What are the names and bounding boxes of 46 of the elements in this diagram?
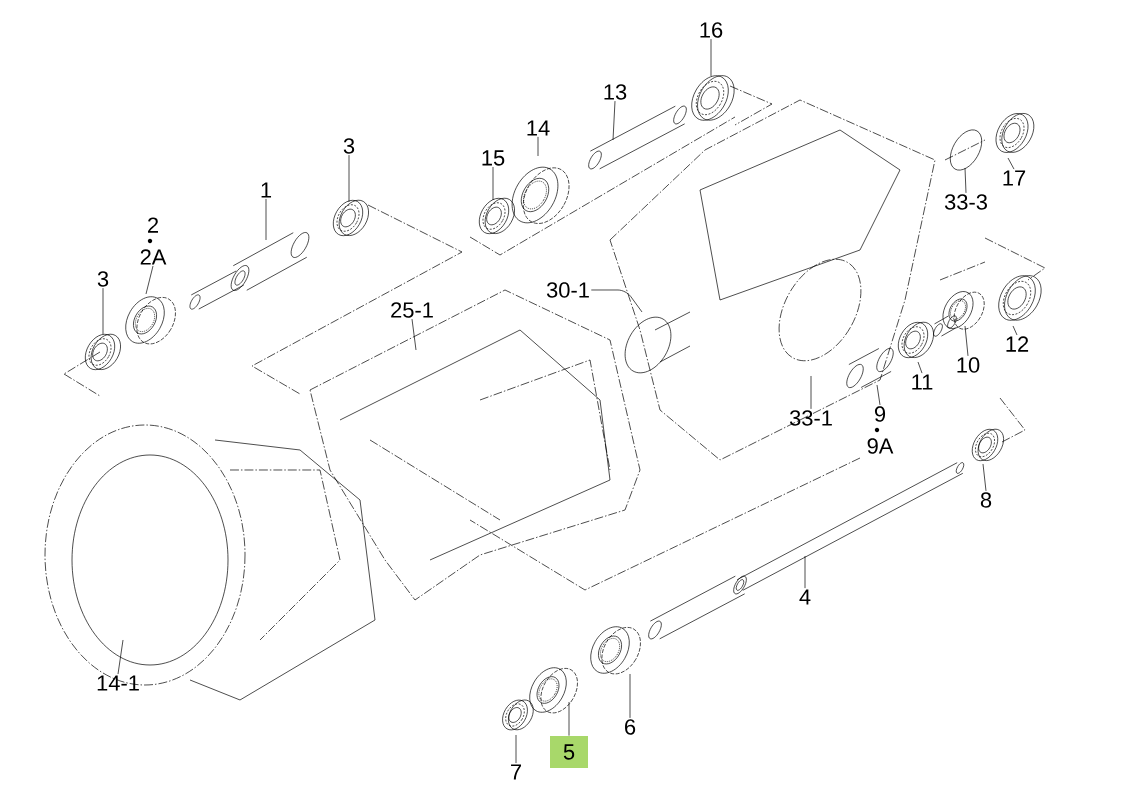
leader-line [917,361,923,374]
callout-number: 9 9A [867,406,894,454]
leader-line [964,167,967,194]
callout-number: 1 [261,182,272,198]
leader-line [964,325,969,357]
callout-number: 16 [700,22,723,38]
leader-line [1007,157,1015,170]
leader-line [515,734,517,764]
callout-number: 3 [343,138,355,154]
leader-line [537,136,539,157]
leader-line [265,198,267,241]
callout-number: 33-1 [789,410,832,426]
callout-number: 14 [527,120,550,136]
leader-line [102,287,104,335]
leader-line [982,463,987,492]
callout-number: 13 [604,84,627,100]
leader-line [1012,325,1018,336]
callout-number: 2 2A [140,217,167,265]
callout-number: 8 [980,492,992,508]
callout-number: 10 [957,357,980,373]
callout-number: 33-3 [944,194,987,210]
callout-number: 6 [625,719,636,735]
callout-number: 30-1 [546,282,589,298]
callout-number: 3 [97,271,109,287]
leader-line [629,673,631,719]
callout-number: 15 [482,150,505,166]
leader-line [145,265,154,295]
callout-number: 14-1 [97,675,139,691]
callout-number: 5 [550,736,588,768]
leader-line [568,701,570,736]
leader-line [492,166,494,201]
leader-line [612,100,616,141]
callout-number: 17 [1003,170,1026,186]
callout-number: 12 [1006,336,1029,352]
leader-line [348,154,350,203]
leader-line [411,318,417,351]
leader-line [876,384,881,406]
callout-number: 4 [799,589,811,605]
leader-line [117,639,124,675]
callout-number: 25-1 [391,302,433,318]
leader-line [590,289,643,313]
leader-line [804,555,806,589]
leader-line [710,38,712,77]
callout-number: 11 [912,374,933,390]
callout-number: 7 [511,764,521,780]
leader-line [810,375,812,410]
